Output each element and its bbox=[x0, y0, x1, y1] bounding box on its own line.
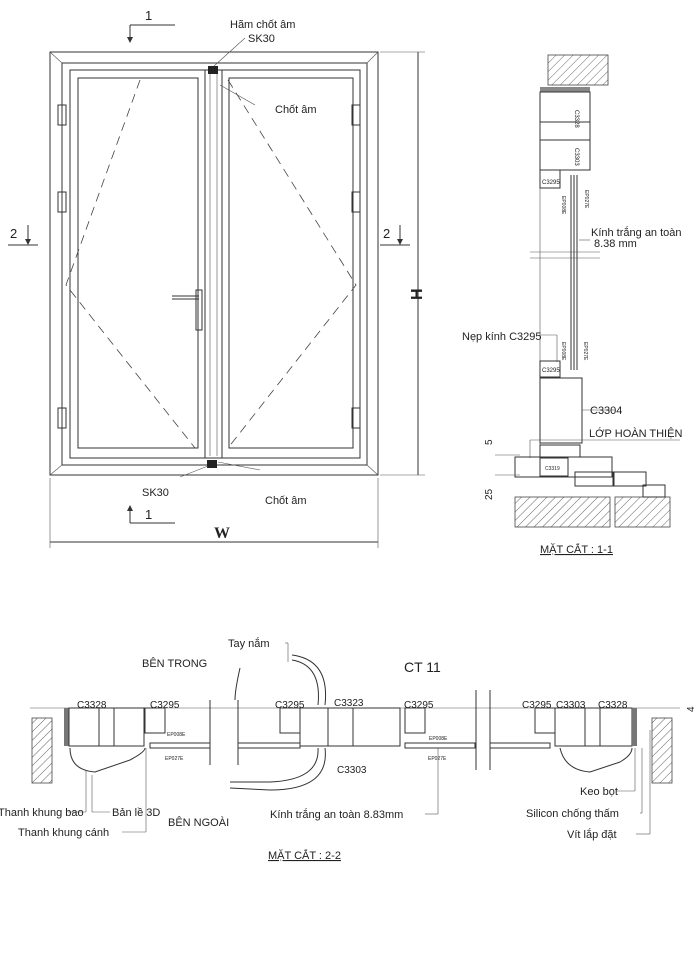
section-1-1-title: MẶT CẮT : 1-1 bbox=[540, 543, 613, 556]
sill-profile bbox=[539, 377, 583, 444]
glass-thickness: 8.38 mm bbox=[594, 238, 637, 250]
gasket-code: EP027E bbox=[428, 756, 447, 762]
profile-code: C3295 bbox=[542, 180, 560, 186]
left-leaf bbox=[69, 69, 206, 459]
right-leaf bbox=[221, 69, 361, 459]
profile-code: C3303 bbox=[556, 700, 586, 711]
dim-4: 4 bbox=[686, 706, 697, 712]
head-wall bbox=[547, 54, 609, 86]
gasket-code: EP008E bbox=[429, 736, 448, 742]
screw-label: Vít lắp đặt bbox=[567, 828, 617, 841]
profile-code: C3323 bbox=[334, 698, 364, 709]
gasket-code: EP008E bbox=[167, 732, 186, 738]
foam-seal bbox=[540, 87, 590, 92]
section-2-left-label: 2 bbox=[10, 226, 17, 241]
section-1-1: C3295 C3328 C3303 EP008E EP027E Kính trắ… bbox=[462, 54, 682, 556]
sash-bar-label: Thanh khung cánh bbox=[18, 827, 109, 839]
outside-label: BÊN NGOÀI bbox=[168, 816, 229, 829]
profile-code: C3295 bbox=[542, 368, 560, 374]
profile-code: C3328 bbox=[573, 110, 579, 128]
door-elevation: Hãm chốt âm SK30 Chốt âm SK30 Chốt âm H … bbox=[8, 8, 426, 548]
glass-pane bbox=[570, 175, 578, 370]
top-lock-code: SK30 bbox=[248, 33, 275, 45]
right-wall bbox=[651, 717, 673, 784]
profile-code: C3295 bbox=[275, 700, 305, 711]
section-1-bottom-label: 1 bbox=[145, 507, 152, 522]
frame-profile bbox=[539, 91, 591, 123]
bottom-bolt-label: Chốt âm bbox=[265, 495, 307, 507]
inside-label: BÊN TRONG bbox=[142, 657, 207, 670]
profile-code: C3303 bbox=[573, 148, 579, 166]
hinge-profile bbox=[69, 747, 146, 773]
gasket-code: EP008E bbox=[560, 196, 566, 215]
door-handle bbox=[172, 289, 203, 331]
left-glass bbox=[77, 77, 199, 449]
detail-code: CT 11 bbox=[404, 659, 441, 675]
right-glass bbox=[228, 77, 354, 449]
hinges bbox=[57, 104, 361, 429]
section-2-2-title: MẶT CẮT : 2-2 bbox=[268, 849, 341, 862]
right-opening-lines bbox=[227, 79, 357, 449]
left-opening-lines bbox=[65, 79, 196, 449]
gasket-code: EP008E bbox=[560, 342, 566, 361]
profile-code: C3328 bbox=[598, 700, 628, 711]
outer-frame bbox=[49, 51, 379, 476]
top-bolt-label: Chốt âm bbox=[275, 104, 317, 116]
glass-label: Kính trắng an toàn bbox=[591, 226, 682, 239]
profile-code: C3328 bbox=[77, 700, 107, 711]
gasket-code: EP027E bbox=[582, 342, 588, 361]
profile-code: C3303 bbox=[337, 765, 367, 776]
gasket-code: EP027E bbox=[165, 756, 184, 762]
profile-code: C3295 bbox=[522, 700, 552, 711]
bead-label: Nẹp kính C3295 bbox=[462, 331, 542, 343]
left-wall bbox=[31, 717, 53, 784]
handle-drawing bbox=[229, 654, 327, 791]
handle-label: Tay nắm bbox=[228, 637, 270, 650]
gasket-code: EP027E bbox=[583, 190, 589, 209]
section-2-2: Tay nắm BÊN TRONG BÊN NGOÀI CT 11 C3328 … bbox=[0, 637, 697, 862]
hinge-label: Bản lề 3D bbox=[112, 807, 160, 819]
profile-code: C3295 bbox=[150, 700, 180, 711]
section-2-right-label: 2 bbox=[383, 226, 390, 241]
foam-label: Keo bọt bbox=[580, 786, 618, 798]
finish-layer-label: LỚP HOÀN THIỆN bbox=[589, 427, 682, 440]
height-label: H bbox=[409, 288, 426, 300]
inner-frame bbox=[61, 62, 368, 466]
profile-code: C3295 bbox=[404, 700, 434, 711]
dim-5: 5 bbox=[484, 439, 495, 445]
bottom-lock-code: SK30 bbox=[142, 487, 169, 499]
width-label: W bbox=[214, 525, 230, 542]
frame-bar-label: Thanh khung bao bbox=[0, 807, 84, 819]
top-lock-label: Hãm chốt âm bbox=[230, 19, 295, 31]
top-bolt-icon bbox=[208, 66, 218, 74]
mullion bbox=[204, 69, 223, 459]
section-markers bbox=[8, 24, 410, 524]
glass-label: Kính trắng an toàn 8.83mm bbox=[270, 808, 403, 821]
section-1-top-label: 1 bbox=[145, 8, 152, 23]
sill-profile-label: C3304 bbox=[590, 405, 622, 417]
profile-code: C3319 bbox=[545, 466, 560, 472]
bottom-bolt-icon bbox=[207, 460, 217, 468]
silicone-label: Silicon chống thấm bbox=[526, 808, 619, 820]
dim-25: 25 bbox=[484, 488, 495, 500]
